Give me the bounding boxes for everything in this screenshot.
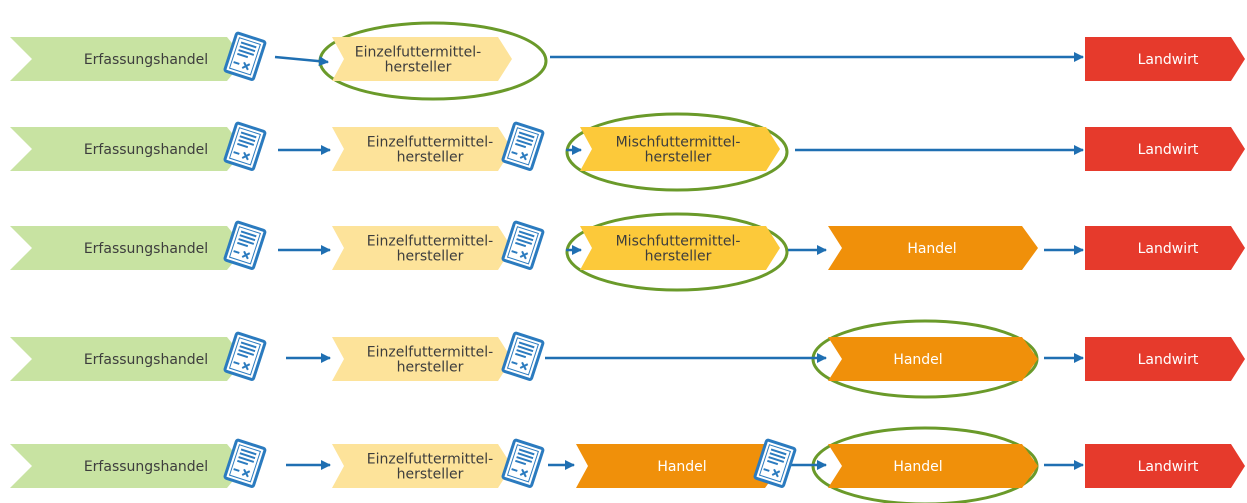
farmer-step-label: Landwirt: [1138, 352, 1199, 368]
compound-feed-step-shape: [580, 127, 780, 171]
document-icon: [501, 121, 545, 171]
compound-feed-step-label-line-1: Mischfuttermittel-: [616, 234, 741, 250]
trade-first-step-label: Handel: [657, 459, 706, 475]
single-feed-step: Einzelfuttermittel-hersteller: [332, 127, 512, 171]
document-icon: [223, 220, 267, 270]
document-icon: [223, 31, 267, 81]
farmer-step-label: Landwirt: [1138, 459, 1199, 475]
trade-first-step-shape: [576, 444, 781, 488]
collector-step-shape: [10, 37, 245, 81]
single-feed-step-shape: [332, 444, 512, 488]
single-feed-step-label-line-2: hersteller: [397, 360, 464, 376]
single-feed-step: Einzelfuttermittel-hersteller: [332, 444, 512, 488]
farmer-step-shape: [1085, 37, 1245, 81]
single-feed-step-shape: [332, 37, 512, 81]
single-feed-step-shape: [332, 226, 512, 270]
single-feed-step-label-line-1: Einzelfuttermittel-: [355, 45, 481, 61]
trade-step-label: Handel: [907, 241, 956, 257]
collector-step: Erfassungshandel: [10, 444, 245, 488]
farmer-step-label: Landwirt: [1138, 52, 1199, 68]
compound-feed-step-label-line-1: Mischfuttermittel-: [616, 135, 741, 151]
trade-step-label: Handel: [893, 459, 942, 475]
farmer-step: Landwirt: [1085, 127, 1245, 171]
document-icon: [501, 331, 545, 381]
trade-step-shape: [828, 444, 1038, 488]
collector-step-label: Erfassungshandel: [84, 352, 208, 368]
flow-arrow: [274, 55, 329, 67]
trade-step-shape: [828, 226, 1038, 270]
farmer-step-shape: [1085, 337, 1245, 381]
collector-step-shape: [10, 226, 245, 270]
trade-first-step: Handel: [576, 444, 781, 488]
single-feed-step-label-line-2: hersteller: [397, 249, 464, 265]
compound-feed-step-label-line-2: hersteller: [645, 249, 712, 265]
compound-feed-step: Mischfuttermittel-hersteller: [580, 127, 780, 171]
single-feed-step-label-line-1: Einzelfuttermittel-: [367, 234, 493, 250]
farmer-step-shape: [1085, 226, 1245, 270]
collector-step-shape: [10, 127, 245, 171]
document-icon: [501, 438, 545, 488]
compound-feed-step: Mischfuttermittel-hersteller: [580, 226, 780, 270]
single-feed-step-label-line-1: Einzelfuttermittel-: [367, 345, 493, 361]
single-feed-step-label-line-2: hersteller: [385, 60, 452, 76]
single-feed-step-label-line-1: Einzelfuttermittel-: [367, 135, 493, 151]
single-feed-step-label-line-2: hersteller: [397, 150, 464, 166]
collector-step-label: Erfassungshandel: [84, 241, 208, 257]
trade-step-shape: [828, 337, 1038, 381]
collector-step-label: Erfassungshandel: [84, 142, 208, 158]
single-feed-step: Einzelfuttermittel-hersteller: [332, 337, 512, 381]
farmer-step: Landwirt: [1085, 226, 1245, 270]
single-feed-step-label-line-2: hersteller: [397, 467, 464, 483]
collector-step: Erfassungshandel: [10, 226, 245, 270]
farmer-step: Landwirt: [1085, 37, 1245, 81]
collector-step: Erfassungshandel: [10, 37, 245, 81]
collector-step-shape: [10, 444, 245, 488]
document-icon: [223, 331, 267, 381]
compound-feed-step-label-line-2: hersteller: [645, 150, 712, 166]
farmer-step-label: Landwirt: [1138, 241, 1199, 257]
collector-step: Erfassungshandel: [10, 337, 245, 381]
collector-step-label: Erfassungshandel: [84, 52, 208, 68]
collector-step-shape: [10, 337, 245, 381]
single-feed-step-shape: [332, 127, 512, 171]
single-feed-step: Einzelfuttermittel-hersteller: [332, 37, 512, 81]
document-icon: [501, 220, 545, 270]
farmer-step: Landwirt: [1085, 444, 1245, 488]
trade-step: Handel: [828, 444, 1038, 488]
trade-step: Handel: [828, 226, 1038, 270]
highlight-ellipse: [565, 212, 789, 292]
collector-step: Erfassungshandel: [10, 127, 245, 171]
document-icon: [223, 121, 267, 171]
single-feed-step: Einzelfuttermittel-hersteller: [332, 226, 512, 270]
farmer-step-shape: [1085, 127, 1245, 171]
farmer-step: Landwirt: [1085, 337, 1245, 381]
single-feed-step-shape: [332, 337, 512, 381]
document-icon: [753, 438, 797, 488]
highlight-ellipse: [565, 112, 789, 192]
collector-step-label: Erfassungshandel: [84, 459, 208, 475]
compound-feed-step-shape: [580, 226, 780, 270]
farmer-step-label: Landwirt: [1138, 142, 1199, 158]
single-feed-step-label-line-1: Einzelfuttermittel-: [367, 452, 493, 468]
trade-step-label: Handel: [893, 352, 942, 368]
document-icon: [223, 438, 267, 488]
farmer-step-shape: [1085, 444, 1245, 488]
trade-step: Handel: [828, 337, 1038, 381]
